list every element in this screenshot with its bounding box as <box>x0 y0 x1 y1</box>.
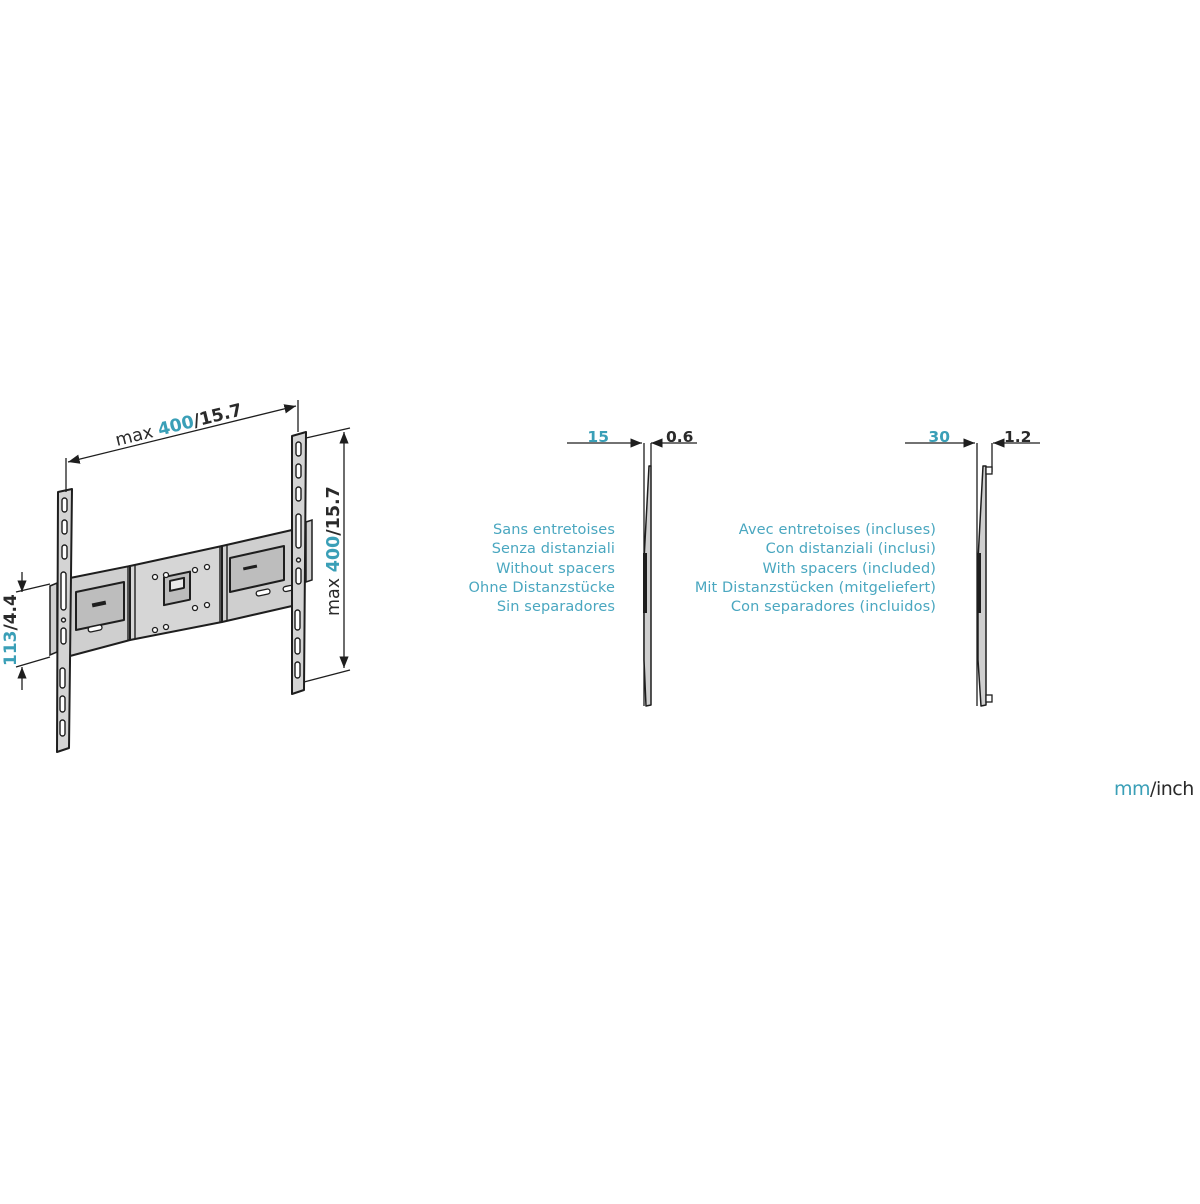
depth-imperial-label: 0.6 <box>666 428 693 446</box>
side-view-with-spacers: 30 1.2 <box>905 428 1040 707</box>
label-en: With spacers (included) <box>762 560 936 577</box>
units-imperial: inch <box>1155 778 1194 800</box>
spacer-top <box>985 466 993 475</box>
width-dimension-line <box>65 400 299 492</box>
side-profile-mount <box>977 553 981 613</box>
label-de: Ohne Distanzstücke <box>468 579 615 596</box>
label-it: Senza distanziali <box>491 541 615 558</box>
spacer-bottom <box>985 694 993 703</box>
label-es: Sin separadores <box>496 599 615 616</box>
width-dimension-label: max 400/15.7 <box>113 400 244 450</box>
bracket-cross-plate <box>69 529 293 657</box>
with-spacers-labels: Avec entretoises (incluses) Con distanzi… <box>695 521 936 617</box>
label-it: Con distanziali (inclusi) <box>765 541 936 558</box>
right-vertical-rail <box>291 431 313 695</box>
without-spacers-labels: Sans entretoises Senza distanziali Witho… <box>469 521 615 617</box>
cross-plate-slots <box>87 563 294 634</box>
depth-metric-label: 30 <box>928 428 950 446</box>
units-metric: mm <box>1114 778 1151 800</box>
units-legend: mm/inch <box>1114 778 1194 800</box>
label-es: Con separadores (incluidos) <box>730 599 936 616</box>
label-fr: Sans entretoises <box>492 522 615 538</box>
bracket-front-view: max 400/15.7 max 400/15.7 113/4.4 <box>1 400 351 753</box>
height-dimension-label: max 400/15.7 <box>324 486 344 616</box>
wall-plate-dimension-line <box>15 572 51 690</box>
label-en: Without spacers <box>496 560 615 577</box>
units-separator: / <box>1150 778 1156 800</box>
side-view-without-spacers: 15 0.6 <box>567 428 697 707</box>
wall-plate-dimension-label: 113/4.4 <box>1 594 21 666</box>
depth-imperial-label: 1.2 <box>1004 428 1031 446</box>
depth-metric-label: 15 <box>587 428 609 446</box>
label-de: Mit Distanzstücken (mitgeliefert) <box>694 579 936 596</box>
height-dimension-line <box>303 427 351 683</box>
left-vertical-rail <box>49 488 73 753</box>
side-profile-mount <box>643 553 647 613</box>
label-fr: Avec entretoises (incluses) <box>738 522 936 538</box>
brand-mark <box>91 564 258 608</box>
